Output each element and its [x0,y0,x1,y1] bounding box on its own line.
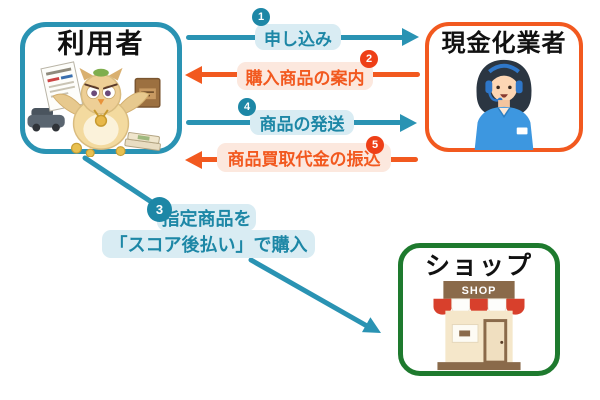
flow-4-step-badge: 4 [238,98,256,116]
shop-base [437,362,521,371]
flow-5-label: 商品買取代金の振込 [217,143,391,172]
flow-4-label: 商品の発送 [250,110,354,135]
owl-eye [104,90,111,97]
operator-bangs [490,68,518,83]
coin [115,146,126,157]
arrow-1-head-right [402,28,419,46]
headset-earpiece [515,80,523,94]
arrow-5-head-left [185,151,202,169]
arrow-4-head-right [400,114,417,132]
money-stack [124,132,161,151]
operator-mouth [500,94,508,98]
actor-user-box: 利用者 [20,22,182,157]
actor-shop-box: ショップ SHOP [398,243,560,376]
shop-window-sign [459,330,471,337]
shop-awning [433,298,525,316]
headset-earpiece [485,80,493,94]
shop-door [483,319,508,364]
actor-cashout-title: 現金化業者 [441,30,567,57]
flow-3-label-line1: 指定商品を [157,204,256,231]
flow-5-step-badge: 5 [366,136,384,154]
shop-door-handle [500,340,504,344]
coin [85,148,95,157]
flow-2-label: 購入商品の案内 [237,62,373,90]
leaf-on-head [93,68,109,77]
car-wheel [32,123,41,132]
shop-sign [443,281,515,299]
owl-belly [83,113,119,146]
arrow-2-head-left [185,66,202,84]
operator-illustration [474,59,534,150]
flow-2-step-badge: 2 [360,50,378,68]
owl-money-illustration [27,61,161,157]
owl-beak [97,99,105,106]
shop-sign-text: SHOP [462,285,497,297]
operator-neck [498,100,510,112]
actor-cashout-box: 現金化業者 [425,22,583,152]
flow-3-step-badge: 3 [147,197,172,222]
flow-1-label: 申し込み [255,24,341,50]
coin [71,142,82,154]
flow-3-label-line2: 「スコア後払い」で購入 [102,230,315,258]
operator-eye [496,85,500,90]
owl-eye [91,90,98,97]
name-badge [516,127,528,135]
headset-band [488,63,520,74]
flow-1-step-badge: 1 [252,8,270,26]
operator-shirt [474,106,534,150]
actor-shop-title: ショップ [424,252,533,280]
actor-user-title: 利用者 [57,29,145,59]
car-wheel [52,123,60,132]
operator-face [490,73,518,102]
medal [94,114,108,127]
shirt-collar-opening [498,107,510,117]
storefront-illustration: SHOP [433,281,525,371]
operator-eye [508,85,512,90]
